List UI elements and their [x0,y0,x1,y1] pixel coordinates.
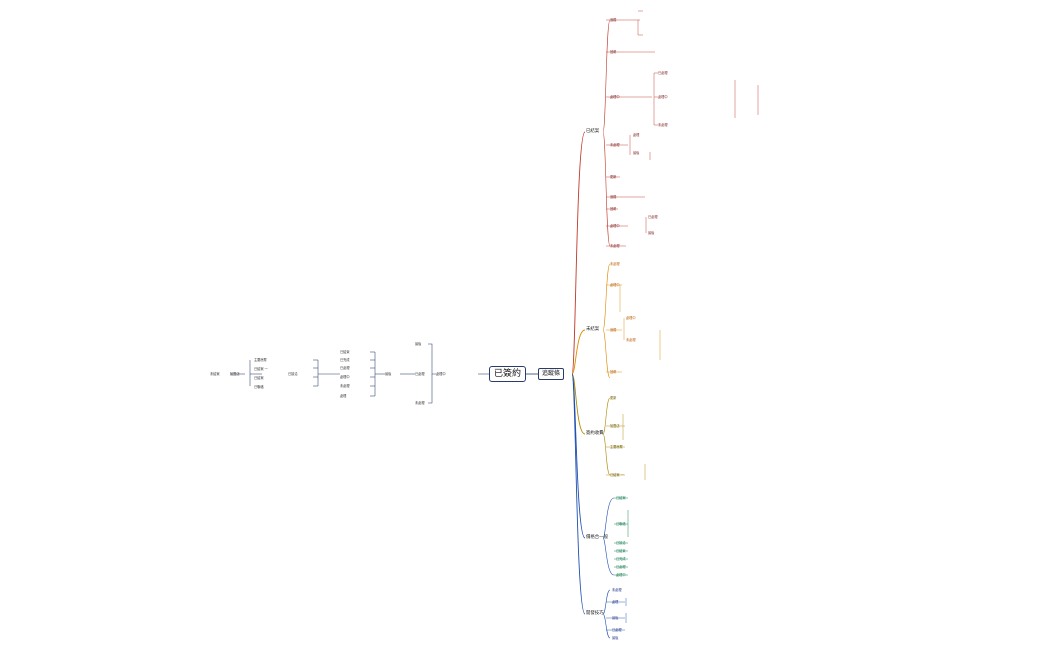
branch-open[interactable]: 未結案 [586,327,600,332]
orange-node-2[interactable]: 處理中 [610,283,620,287]
red-node-14[interactable]: 最後 [633,151,640,155]
left-node-e[interactable]: 已聯絡 [254,385,264,389]
left-node-f[interactable]: 已接洽 [288,372,298,376]
red-node-10[interactable]: 已處理 [658,71,668,75]
left-node-d[interactable]: 已結案 [254,376,264,380]
left-node-i[interactable]: 已處理 [340,366,350,370]
green-node-3[interactable]: 已接洽 [616,541,626,545]
red-node-7[interactable]: 回覆 [610,207,617,211]
green-node-6[interactable]: 已處理 [616,565,626,569]
olive-node-2[interactable]: 加盟店 [610,424,620,428]
left-node-o[interactable]: 最後 [415,342,422,346]
left-node-q[interactable]: 處理中 [436,372,446,376]
red-node-1[interactable]: 追蹤 [610,18,617,22]
green-node-1[interactable]: 已結案 [616,496,626,500]
branch-price[interactable]: 價格合一般 [586,535,608,540]
orange-node-1[interactable]: 未處理 [610,262,620,266]
red-node-3[interactable]: 處理中 [610,95,620,99]
left-node-j[interactable]: 處理中 [340,375,350,379]
olive-node-4[interactable]: 已結案 一 [610,473,624,477]
blue-node-5[interactable]: 最後 [612,636,619,640]
left-node-c[interactable]: 已結案 一 [254,367,268,371]
branch-closed[interactable]: 已結案 [586,129,600,134]
left-node-l[interactable]: 處理 [340,394,347,398]
left-node-p[interactable]: 未處理 [415,401,425,405]
blue-node-1[interactable]: 未處理 [612,588,622,592]
left-node-k[interactable]: 未處理 [340,384,350,388]
red-node-4[interactable]: 未處理 [610,143,620,147]
red-node-6[interactable]: 追蹤 [610,195,617,199]
left-node-root[interactable]: 未結案 [210,372,220,376]
orange-node-6[interactable]: 未處理 [626,338,636,342]
red-node-2[interactable]: 回覆 [610,50,617,54]
red-node-5[interactable]: 更新 [610,175,617,179]
red-node-15[interactable]: 已處理 [648,215,658,219]
blue-node-2[interactable]: 處理 [612,600,619,604]
blue-node-4[interactable]: 已處理 [612,628,622,632]
green-node-5[interactable]: 已完成 [616,557,626,561]
branch-fee[interactable]: 簽約收費 [586,431,604,436]
red-node-13[interactable]: 處理 [633,133,640,137]
olive-node-3[interactable]: 主要房屋 [610,445,623,449]
left-node-n[interactable]: 已處理 [415,372,425,376]
red-node-12[interactable]: 未處理 [658,123,668,127]
red-node-11[interactable]: 處理中 [658,95,668,99]
red-node-9[interactable]: 未處理 [610,244,620,248]
root-node[interactable]: 已簽約 [489,366,527,382]
olive-node-1[interactable]: 更新 [610,396,617,400]
left-node-b[interactable]: 主要房屋 [254,358,267,362]
red-node-8[interactable]: 處理中 [610,224,620,228]
left-node-h[interactable]: 已完成 [340,358,350,362]
left-node-g[interactable]: 已結束 [340,350,350,354]
green-node-7[interactable]: 處理中 [616,573,626,577]
left-node-m[interactable]: 最後 [385,372,392,376]
left-node-a[interactable]: 加盟店 [230,372,240,376]
orange-node-3[interactable]: 追蹤 [610,328,617,332]
blue-node-3[interactable]: 最後 [612,616,619,620]
green-node-2[interactable]: 已聯絡 [616,522,626,526]
orange-node-5[interactable]: 處理中 [626,316,636,320]
orange-node-4[interactable]: 回覆 [610,370,617,374]
branch-dev[interactable]: 開發技巧 [586,611,604,616]
green-node-4[interactable]: 已結束 [616,549,626,553]
red-node-16[interactable]: 最後 [648,231,655,235]
center-node[interactable]: 追蹤條 [538,368,565,380]
